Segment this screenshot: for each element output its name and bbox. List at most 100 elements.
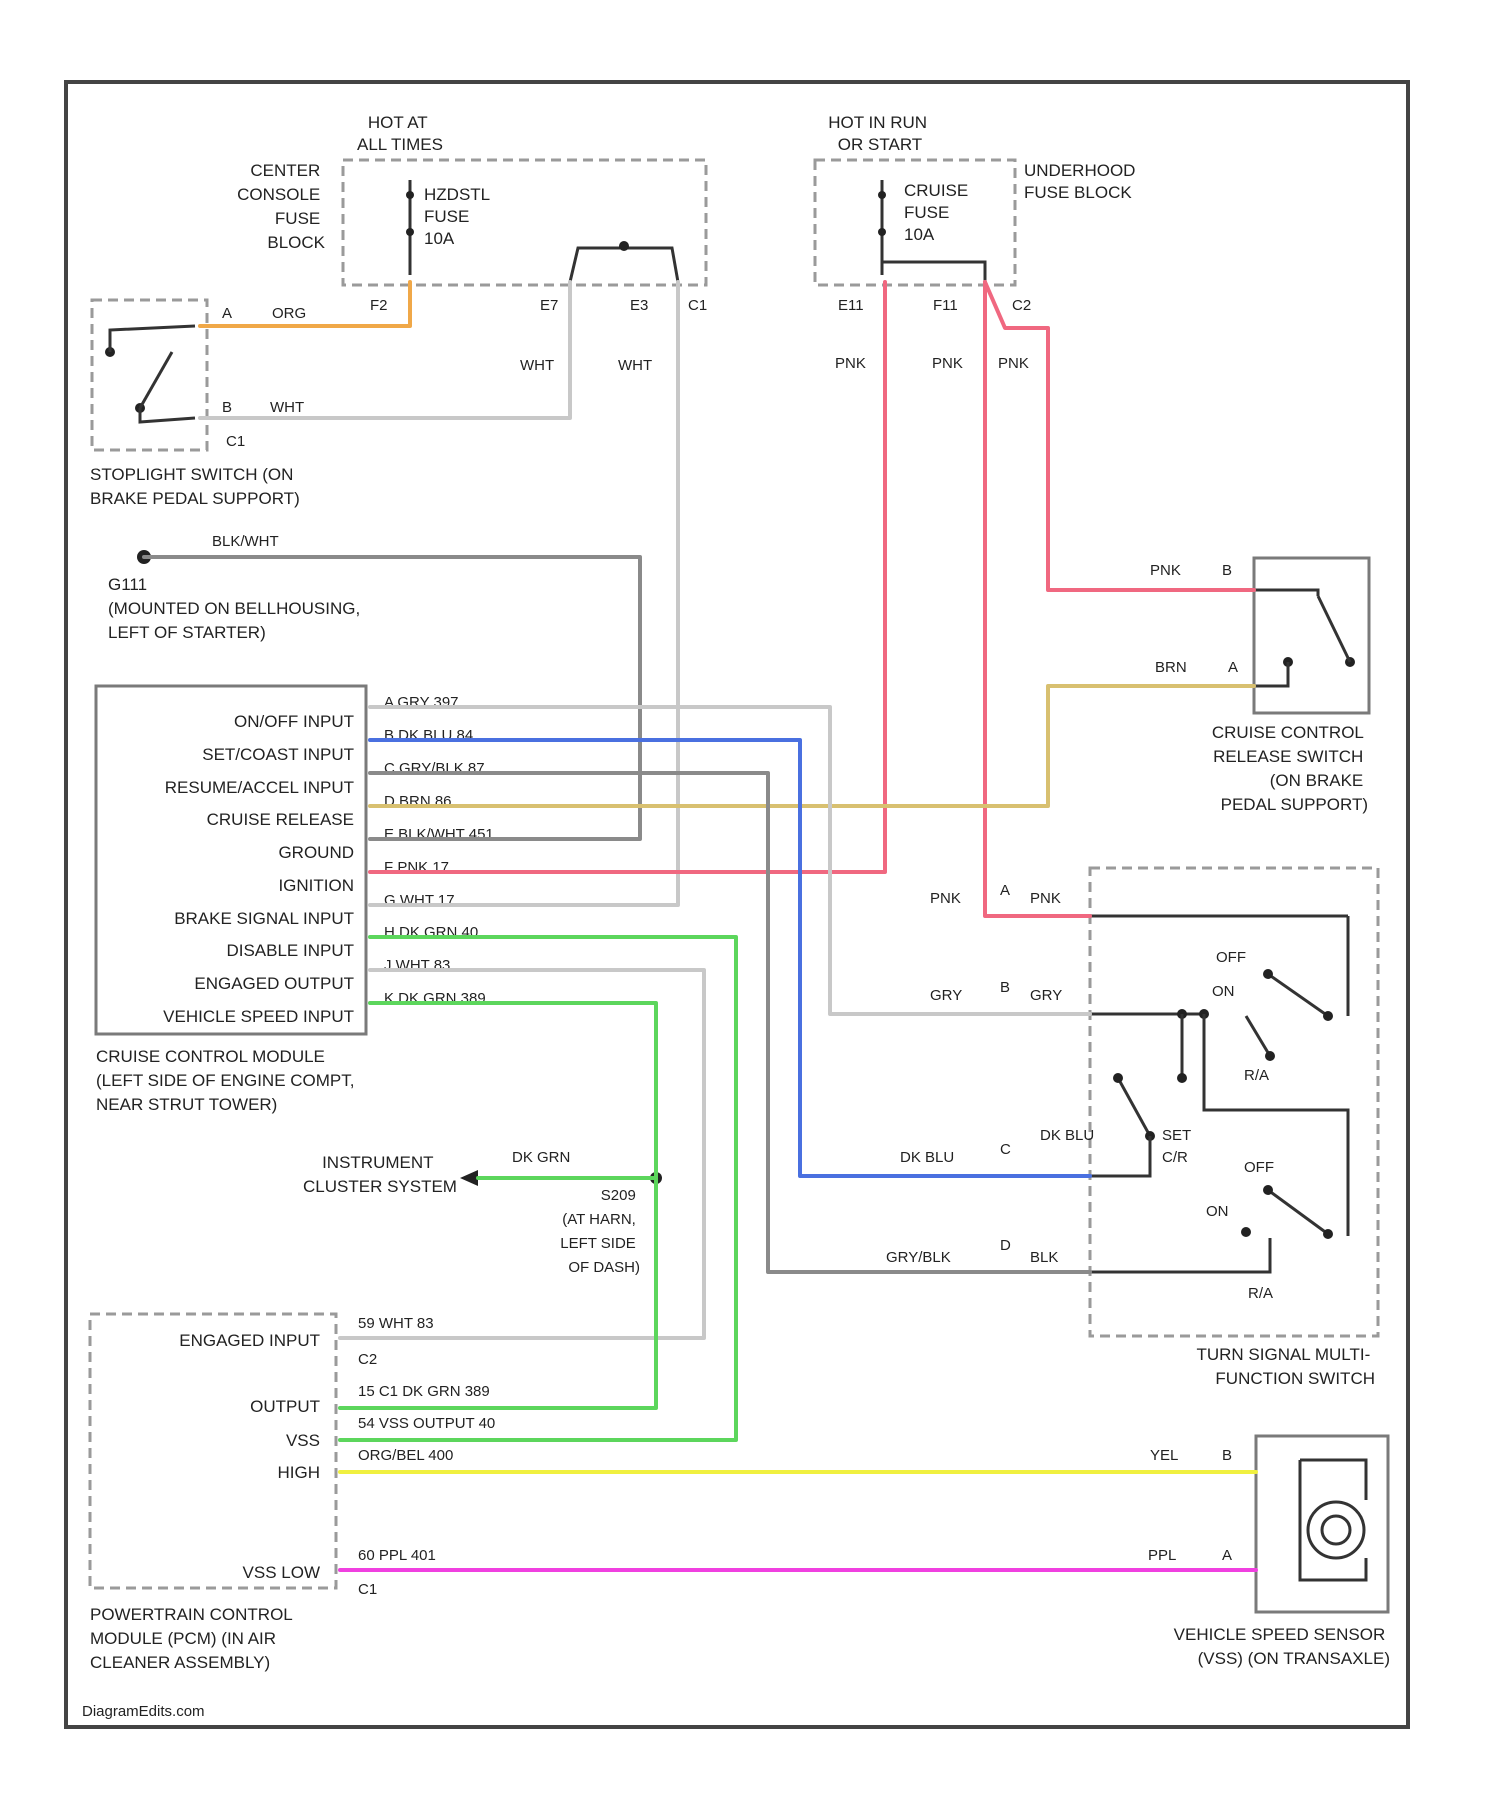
stoplight-switch-label: STOPLIGHT SWITCH (ON BRAKE PEDAL SUPPORT… <box>90 465 300 508</box>
gray-wire-resume <box>370 773 1090 1272</box>
instrument-cluster-label: INSTRUMENT CLUSTER SYSTEM <box>303 1153 457 1196</box>
ccm-input-label: ON/OFF INPUT <box>234 712 354 731</box>
ccm-input-label: VEHICLE SPEED INPUT <box>163 1007 354 1026</box>
pcm-pin-label: 60 PPL 401 <box>358 1547 436 1564</box>
splice-s209-label: S209 (AT HARN, LEFT SIDE OF DASH) <box>560 1187 640 1276</box>
turn-signal-switch-label: TURN SIGNAL MULTI- FUNCTION SWITCH <box>1196 1345 1375 1388</box>
bus-junction-dot <box>619 241 629 251</box>
vss-label: VEHICLE SPEED SENSOR (VSS) (ON TRANSAXLE… <box>1174 1625 1390 1668</box>
pcm-pin-label: 15 C1 DK GRN 389 <box>358 1383 490 1400</box>
cruise-release-switch-box <box>1254 558 1369 713</box>
stoplight-pin-b: B <box>222 399 232 416</box>
switch-pos-label: ON <box>1206 1203 1229 1220</box>
pcm-pin-label: C1 <box>358 1581 377 1598</box>
diagram-frame <box>66 82 1408 1727</box>
pnk-wire-label: PNK <box>932 355 963 372</box>
switch-pos-label: ON <box>1212 983 1235 1000</box>
cruise-control-module-label: CRUISE CONTROL MODULE (LEFT SIDE OF ENGI… <box>96 1047 359 1114</box>
ground-g111-label: G111 (MOUNTED ON BELLHOUSING, LEFT OF ST… <box>108 575 365 642</box>
center-console-fuse-block-label: CENTER CONSOLE FUSE BLOCK <box>237 161 326 252</box>
ra-blade <box>1246 1016 1270 1056</box>
release-switch-link <box>1254 590 1318 596</box>
pcm-pin-label: ORG/BEL 400 <box>358 1447 453 1464</box>
vss-pin-a: A <box>1222 1547 1232 1564</box>
stoplight-switch-link <box>110 326 195 352</box>
white-wire-brake <box>370 282 678 905</box>
connector-f2: F2 <box>370 297 388 314</box>
pink-wire-turn <box>985 282 1090 916</box>
switch-contact-dot <box>1263 1185 1273 1195</box>
switch-contact-dot <box>1113 1073 1123 1083</box>
switch-contact-dot <box>1323 1011 1333 1021</box>
ccm-input-label: CRUISE RELEASE <box>207 810 354 829</box>
ccm-input-label: IGNITION <box>278 876 354 895</box>
release-switch-label: CRUISE CONTROL RELEASE SWITCH (ON BRAKE … <box>1212 723 1368 814</box>
switch-pos-label: OFF <box>1216 949 1246 966</box>
switch-pos-label: OFF <box>1244 1159 1274 1176</box>
stoplight-switch-blade <box>140 352 172 408</box>
ccm-input-label: BRAKE SIGNAL INPUT <box>174 909 354 928</box>
switch-pos-label: C/R <box>1162 1149 1188 1166</box>
turn-switch-position-labels: OFF ON R/A SET C/R OFF ON R/A <box>1162 949 1274 1302</box>
fuse-block-bus <box>570 248 678 282</box>
switch-pos-label: R/A <box>1244 1067 1269 1084</box>
release-switch-blade <box>1318 596 1350 662</box>
release-pin-a: A <box>1228 659 1238 676</box>
wht-wire-label: WHT <box>520 357 554 374</box>
pcm-box <box>90 1314 336 1588</box>
turn-wire-left: GRY <box>930 987 962 1004</box>
connector-c2: C2 <box>1012 297 1031 314</box>
ccm-input-labels: ON/OFF INPUT SET/COAST INPUT RESUME/ACCE… <box>163 712 354 1026</box>
green-wire-vss <box>340 1003 656 1408</box>
underhood-bus <box>882 262 985 282</box>
switch-bus <box>1090 1136 1150 1176</box>
stoplight-switch-link <box>140 408 195 422</box>
ccm-input-label: RESUME/ACCEL INPUT <box>165 778 354 797</box>
switch-bus <box>1090 1238 1270 1272</box>
pcm-input-label: ENGAGED INPUT <box>179 1331 320 1350</box>
fuse-terminal-dot <box>406 228 414 236</box>
fuse-terminal-dot <box>406 191 414 199</box>
fuse-terminal-dot <box>878 228 886 236</box>
pcm-pin-label: 59 WHT 83 <box>358 1315 434 1332</box>
switch-contact-dot <box>1323 1229 1333 1239</box>
pcm-pin-label: C2 <box>358 1351 377 1368</box>
ccm-input-label: ENGAGED OUTPUT <box>194 974 354 993</box>
gray-wire-onoff <box>370 707 1090 1014</box>
fuse-terminal-dot <box>878 191 886 199</box>
hot-at-all-times-label: HOT AT ALL TIMES <box>357 113 443 154</box>
onoff-blade-2 <box>1268 1190 1328 1234</box>
connector-e3: E3 <box>630 297 648 314</box>
onoff-blade <box>1268 974 1328 1016</box>
pcm-input-label: OUTPUT <box>250 1397 320 1416</box>
release-switch-link <box>1254 662 1288 686</box>
cluster-arrow-icon <box>460 1170 478 1186</box>
turn-wire-right: BLK <box>1030 1249 1058 1266</box>
vss-rotor-icon <box>1308 1502 1364 1558</box>
release-wire-pnk: PNK <box>1150 562 1181 579</box>
pcm-input-label: HIGH <box>278 1463 321 1482</box>
switch-pos-label: SET <box>1162 1127 1191 1144</box>
stoplight-wire-org: ORG <box>272 305 306 322</box>
vss-wire-yel: YEL <box>1150 1447 1178 1464</box>
turn-pin-b: B <box>1000 979 1010 996</box>
ccm-input-label: SET/COAST INPUT <box>202 745 354 764</box>
pink-wire-release <box>985 282 1254 590</box>
ground-wire-label: BLK/WHT <box>212 533 279 550</box>
switch-contact-dot <box>1263 969 1273 979</box>
pcm-input-label: VSS <box>286 1431 320 1450</box>
switch-pos-label: R/A <box>1248 1285 1273 1302</box>
stoplight-switch-box <box>92 300 207 450</box>
cluster-wire-label: DK GRN <box>512 1149 570 1166</box>
pnk-wire-label: PNK <box>998 355 1029 372</box>
footer-watermark: DiagramEdits.com <box>82 1703 205 1720</box>
pcm-pin-labels: 59 WHT 83 C2 15 C1 DK GRN 389 54 VSS OUT… <box>358 1315 495 1598</box>
turn-wire-left: GRY/BLK <box>886 1249 951 1266</box>
connector-e7: E7 <box>540 297 558 314</box>
pcm-label: POWERTRAIN CONTROL MODULE (PCM) (IN AIR … <box>90 1605 297 1672</box>
vss-pin-b: B <box>1222 1447 1232 1464</box>
underhood-fuse-block-label: UNDERHOOD FUSE BLOCK <box>1024 161 1140 202</box>
ccm-input-label: DISABLE INPUT <box>226 941 354 960</box>
switch-contact-dot <box>1265 1051 1275 1061</box>
switch-contact-dot <box>1241 1227 1251 1237</box>
